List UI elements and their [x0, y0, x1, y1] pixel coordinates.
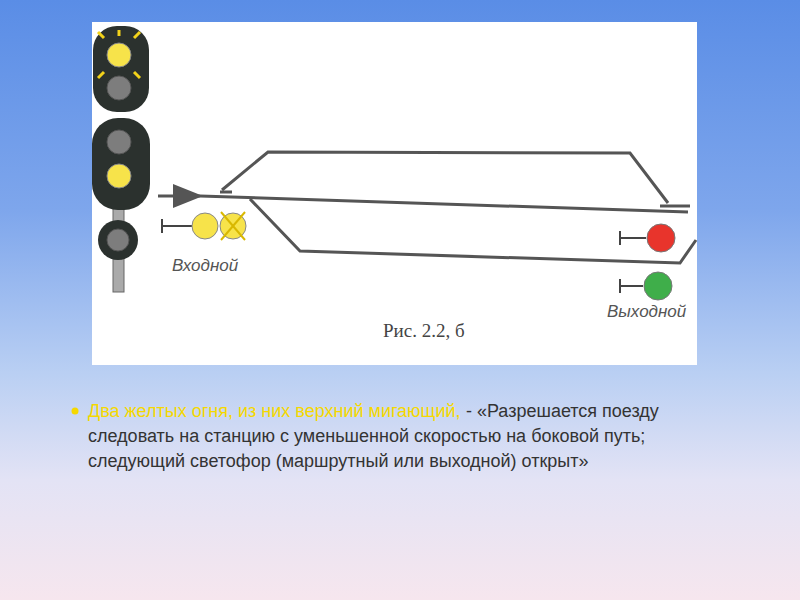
- yellow-lamp: [107, 164, 131, 188]
- bullet-text: Два желтых огня, из них верхний мигающий…: [88, 399, 738, 474]
- flash-rays: [98, 30, 140, 78]
- entry-signal: [162, 212, 246, 240]
- signal-head: [98, 220, 138, 260]
- yellow-lamp: [107, 43, 131, 67]
- signal-label: Выходной: [607, 302, 686, 322]
- bullet: [72, 408, 79, 415]
- dark-lamp: [107, 229, 129, 251]
- tracks: [158, 152, 696, 263]
- white-panel: [92, 22, 697, 365]
- dark-lamp: [107, 76, 131, 100]
- signal-head: [92, 118, 150, 210]
- signal-label: Входной: [172, 256, 238, 276]
- figure-caption: Рис. 2.2, б: [383, 320, 465, 342]
- signal-head: [93, 26, 149, 112]
- highlight-text: Два желтых огня, из них верхний мигающий…: [88, 401, 461, 421]
- exit-signals: [620, 224, 675, 300]
- dark-lamp: [107, 130, 131, 154]
